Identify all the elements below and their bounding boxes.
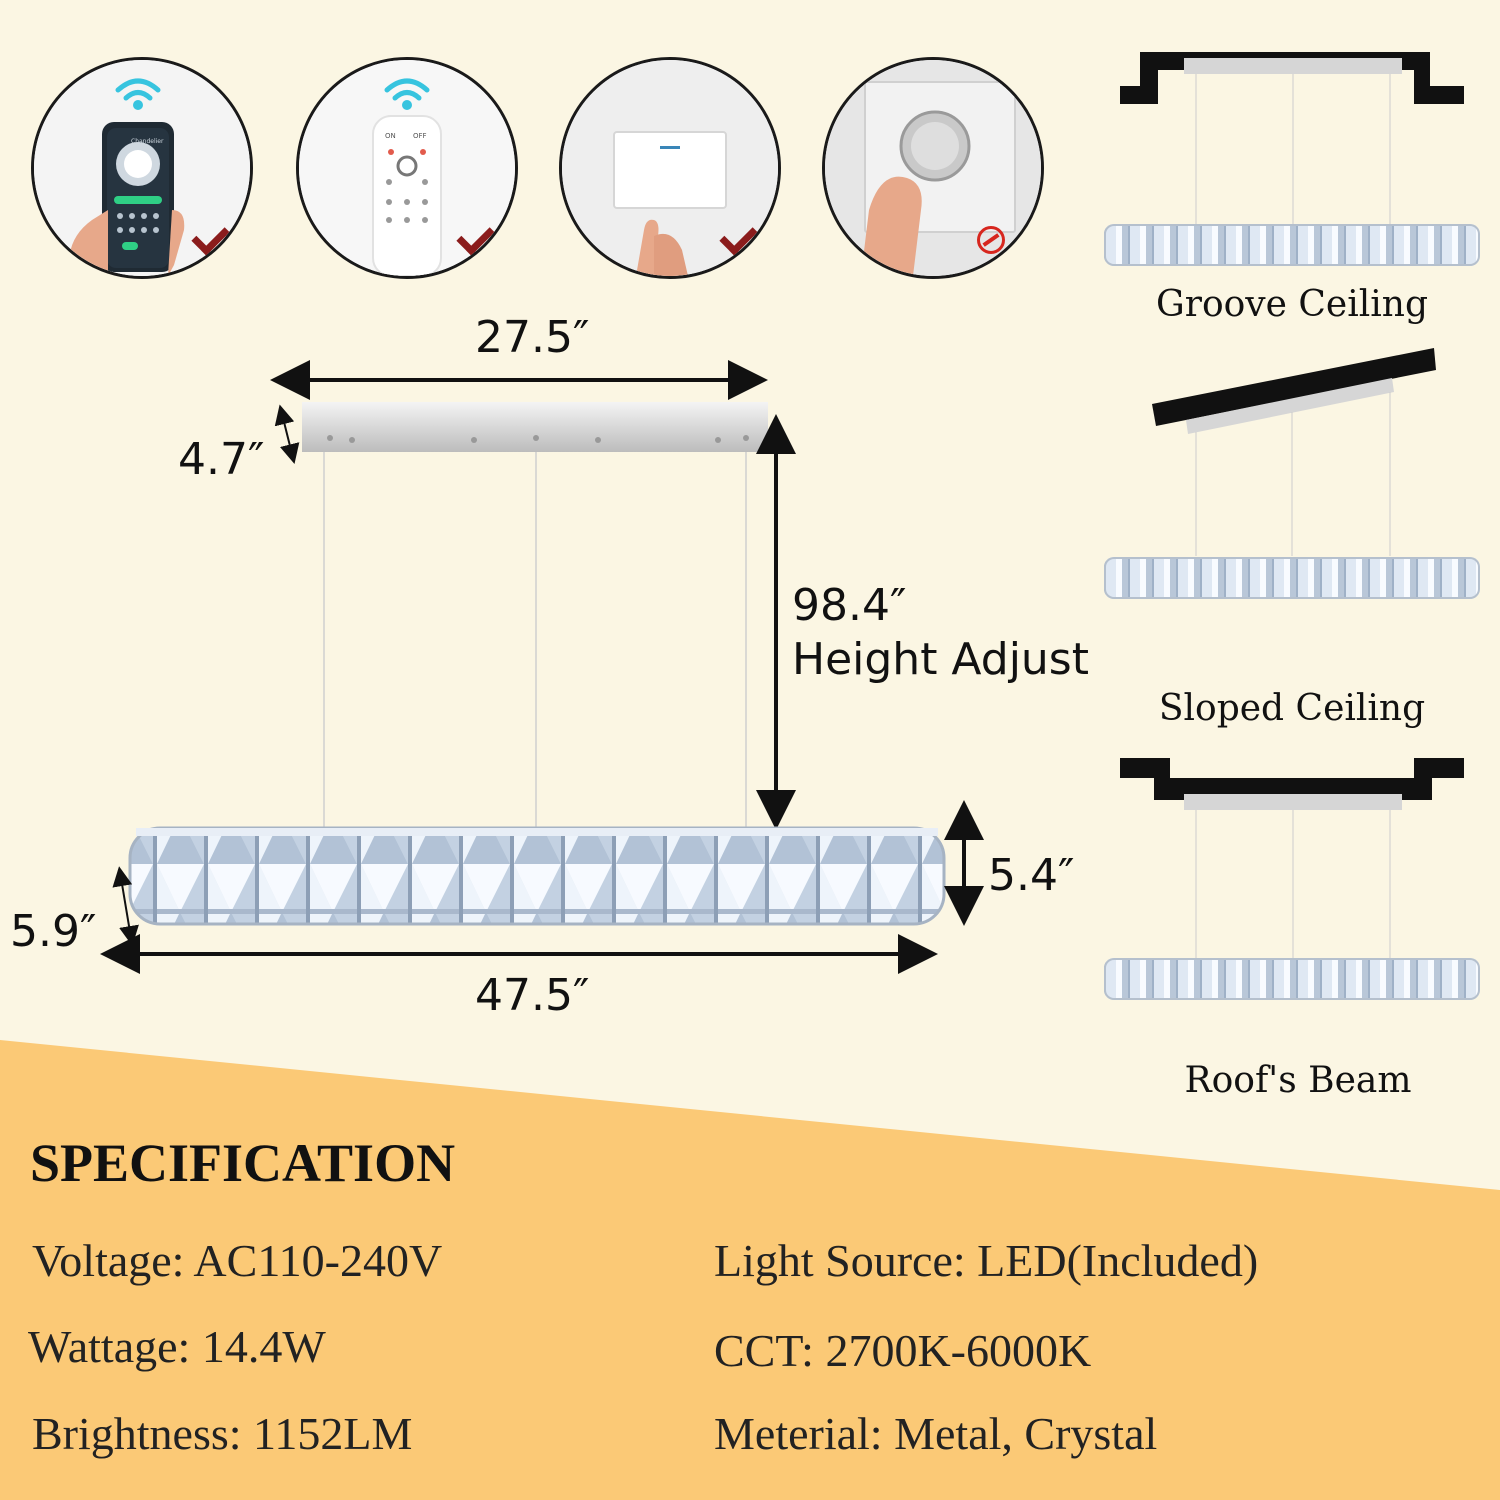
- remote-off-label: OFF: [413, 132, 427, 140]
- canopy-height-arrow: [274, 404, 300, 464]
- spec-wattage: Wattage: 14.4W: [28, 1321, 326, 1372]
- spec-voltage: Voltage: AC110-240V: [32, 1235, 443, 1286]
- crystal-body: [128, 826, 946, 926]
- canopy-height-label: 4.7″: [178, 434, 265, 485]
- wall-switch-icon: [562, 60, 778, 276]
- spec-light-source: Light Source: LED(Included): [714, 1235, 1259, 1286]
- app-control-circle: Chandelier: [31, 57, 253, 279]
- groove-ceiling-icon: [1120, 52, 1464, 224]
- cable-length-label: 98.4″: [792, 580, 907, 631]
- wall-switch-circle: [559, 57, 781, 279]
- remote-control-icon: ON OFF: [299, 60, 515, 276]
- dimmer-knob-icon: [825, 60, 1041, 276]
- spec-cct: CCT: 2700K-6000K: [714, 1325, 1092, 1376]
- sloped-crystal-body: [1104, 557, 1480, 599]
- smartphone-app-icon: Chandelier: [34, 60, 250, 276]
- sloped-ceiling-icon: [1152, 348, 1436, 556]
- roof-beam-icon: [1120, 758, 1464, 958]
- canopy: [302, 402, 768, 452]
- dimension-diagram: [100, 360, 984, 974]
- spec-brightness: Brightness: 1152LM: [32, 1408, 413, 1459]
- spec-material: Meterial: Metal, Crystal: [714, 1408, 1158, 1459]
- groove-ceiling-label: Groove Ceiling: [1155, 284, 1429, 325]
- roofs-beam-label: Roof's Beam: [1184, 1060, 1412, 1101]
- remote-control-circle: ON OFF: [296, 57, 518, 279]
- spec-title: SPECIFICATION: [30, 1133, 456, 1193]
- canopy-length-label: 27.5″: [475, 312, 590, 363]
- prohibited-icon: [977, 226, 1005, 254]
- body-height-label: 5.4″: [988, 850, 1075, 901]
- body-length-label: 47.5″: [475, 970, 590, 1021]
- height-adjust-label: Height Adjust: [792, 634, 1089, 685]
- spec-band: [0, 1040, 1500, 1500]
- sloped-ceiling-label: Sloped Ceiling: [1158, 688, 1426, 729]
- dimmer-circle: [822, 57, 1044, 279]
- body-depth-label: 5.9″: [10, 906, 97, 957]
- beam-crystal-body: [1104, 958, 1480, 1000]
- groove-crystal-body: [1104, 224, 1480, 266]
- remote-on-label: ON: [385, 132, 396, 140]
- app-title: Chandelier: [131, 138, 164, 145]
